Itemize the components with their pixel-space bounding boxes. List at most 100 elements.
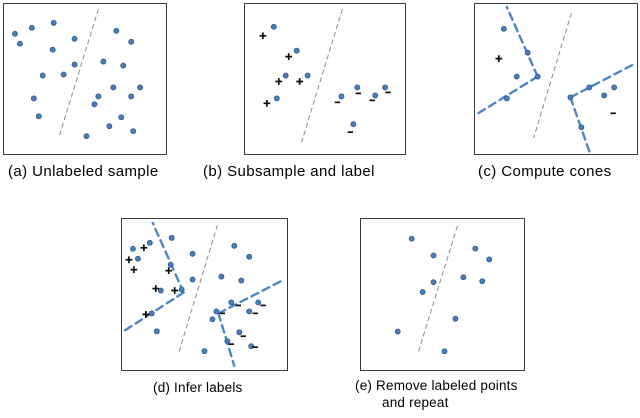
data-point bbox=[50, 19, 57, 26]
caption-d: (d) Infer labels bbox=[153, 380, 243, 395]
data-point bbox=[201, 348, 208, 355]
data-point bbox=[270, 23, 277, 30]
data-point bbox=[71, 35, 78, 42]
cone-edge-line bbox=[505, 5, 539, 78]
plus-label-mark bbox=[142, 310, 150, 318]
panel-compute-cones bbox=[474, 3, 638, 155]
data-point bbox=[534, 73, 541, 80]
data-point bbox=[16, 40, 23, 47]
plus-label-mark bbox=[275, 78, 283, 85]
data-point bbox=[110, 84, 117, 91]
caption-e-line2: and repeat bbox=[382, 395, 449, 410]
data-point bbox=[224, 338, 231, 345]
data-point bbox=[586, 84, 593, 91]
caption-b: (b) Subsample and label bbox=[203, 163, 375, 180]
data-point bbox=[394, 328, 401, 335]
data-point bbox=[39, 72, 46, 79]
plus-label-mark bbox=[140, 244, 148, 252]
panel-a-canvas bbox=[12, 8, 144, 140]
data-point bbox=[91, 101, 98, 108]
data-point bbox=[441, 348, 448, 355]
data-point bbox=[228, 299, 235, 306]
caption-a: (a) Unlabeled sample bbox=[8, 163, 159, 180]
data-point bbox=[100, 58, 107, 65]
data-point bbox=[120, 62, 127, 69]
data-point bbox=[236, 329, 243, 336]
data-point bbox=[354, 84, 361, 91]
panel-remove-and-repeat bbox=[360, 218, 525, 371]
data-point bbox=[83, 133, 90, 140]
data-point bbox=[213, 308, 220, 315]
data-point bbox=[282, 72, 289, 79]
data-point bbox=[130, 245, 136, 252]
caption-c: (c) Compute cones bbox=[478, 163, 612, 180]
data-point bbox=[419, 289, 426, 295]
plus-label-mark bbox=[495, 55, 503, 63]
plus-label-mark bbox=[259, 32, 267, 40]
data-point bbox=[611, 84, 618, 91]
data-point bbox=[113, 27, 120, 34]
data-point bbox=[146, 239, 153, 246]
plus-label-mark bbox=[125, 256, 133, 264]
decision-boundary-line bbox=[58, 8, 99, 139]
cone-edge-line bbox=[151, 221, 185, 294]
data-point bbox=[430, 279, 437, 286]
data-point bbox=[408, 235, 415, 242]
data-point bbox=[71, 61, 78, 68]
decision-boundary-line bbox=[301, 8, 343, 143]
data-point bbox=[338, 93, 345, 100]
data-point bbox=[130, 128, 137, 135]
data-point bbox=[500, 25, 507, 32]
panel-unlabeled-sample bbox=[3, 3, 167, 155]
data-point bbox=[209, 316, 216, 323]
plus-label-mark bbox=[296, 78, 304, 85]
data-point bbox=[128, 38, 135, 45]
panel-e-canvas bbox=[394, 225, 493, 355]
plus-label-mark bbox=[263, 99, 271, 107]
data-point bbox=[513, 73, 520, 80]
plus-label-mark bbox=[285, 53, 293, 61]
data-point bbox=[189, 250, 196, 257]
data-point bbox=[134, 255, 141, 262]
data-point bbox=[472, 245, 479, 252]
data-point bbox=[293, 47, 300, 54]
data-point bbox=[238, 277, 245, 284]
data-point bbox=[460, 274, 467, 281]
data-point bbox=[30, 95, 37, 102]
data-point bbox=[168, 234, 175, 241]
data-point bbox=[524, 49, 531, 56]
panel-b-canvas bbox=[259, 8, 391, 143]
data-point bbox=[578, 124, 585, 131]
decision-boundary-line bbox=[178, 224, 218, 354]
data-point bbox=[452, 315, 459, 322]
data-point bbox=[28, 24, 35, 31]
data-point bbox=[218, 273, 225, 280]
data-point bbox=[479, 278, 486, 285]
data-point bbox=[60, 71, 67, 78]
panel-subsample-and-label bbox=[244, 3, 406, 155]
panel-d-canvas bbox=[122, 221, 286, 368]
cone-edge-line bbox=[217, 278, 286, 315]
data-point bbox=[246, 308, 253, 315]
decision-boundary-line bbox=[533, 12, 572, 139]
data-point bbox=[503, 95, 510, 102]
data-point bbox=[148, 310, 155, 317]
data-point bbox=[167, 261, 174, 268]
data-point bbox=[153, 328, 160, 335]
decision-boundary-line bbox=[417, 225, 458, 355]
data-point bbox=[95, 93, 102, 100]
data-point bbox=[189, 276, 196, 283]
data-point bbox=[248, 343, 255, 350]
data-point bbox=[246, 253, 253, 260]
data-point bbox=[49, 46, 56, 53]
data-point bbox=[35, 113, 42, 120]
data-point bbox=[128, 93, 135, 100]
plus-label-mark bbox=[171, 287, 179, 294]
data-point bbox=[601, 92, 608, 99]
data-point bbox=[118, 114, 125, 121]
data-point bbox=[382, 84, 389, 91]
data-point bbox=[567, 94, 574, 101]
data-point bbox=[12, 30, 18, 37]
data-point bbox=[486, 256, 493, 263]
